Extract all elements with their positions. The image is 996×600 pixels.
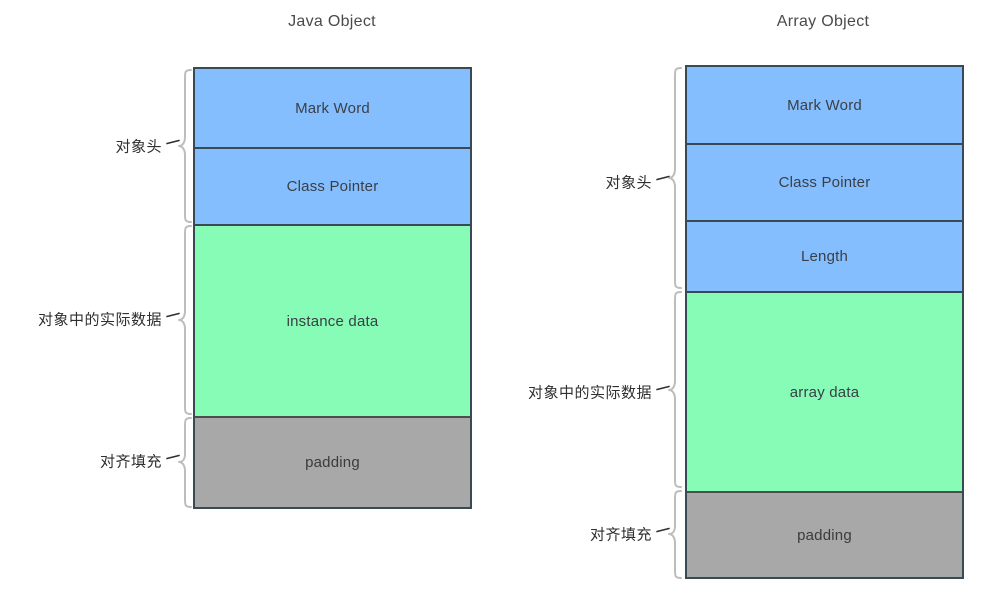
segment-class-pointer: Class Pointer <box>687 143 962 220</box>
brace-label-object-header: 对象头 <box>115 138 162 156</box>
segment-padding: padding <box>195 416 470 507</box>
segment-length: Length <box>687 220 962 291</box>
array-object-title: Array Object <box>776 13 870 30</box>
segment-class-pointer: Class Pointer <box>195 147 470 224</box>
brace-label-align-padding: 对齐填充 <box>589 526 652 544</box>
segment-array-data: array data <box>687 291 962 491</box>
segment-mark-word: Mark Word <box>195 69 470 147</box>
brace-label-align-padding: 对齐填充 <box>99 453 162 471</box>
segment-instance-data: instance data <box>195 224 470 416</box>
java-object-stack: Mark Word Class Pointer instance data pa… <box>193 67 472 509</box>
brace-label-actual-data: 对象中的实际数据 <box>37 311 162 329</box>
java-object-title: Java Object <box>288 13 376 30</box>
brace-label-actual-data: 对象中的实际数据 <box>527 384 652 402</box>
segment-padding: padding <box>687 491 962 577</box>
array-object-stack: Mark Word Class Pointer Length array dat… <box>685 65 964 579</box>
brace-label-object-header: 对象头 <box>605 174 652 192</box>
segment-mark-word: Mark Word <box>687 67 962 143</box>
